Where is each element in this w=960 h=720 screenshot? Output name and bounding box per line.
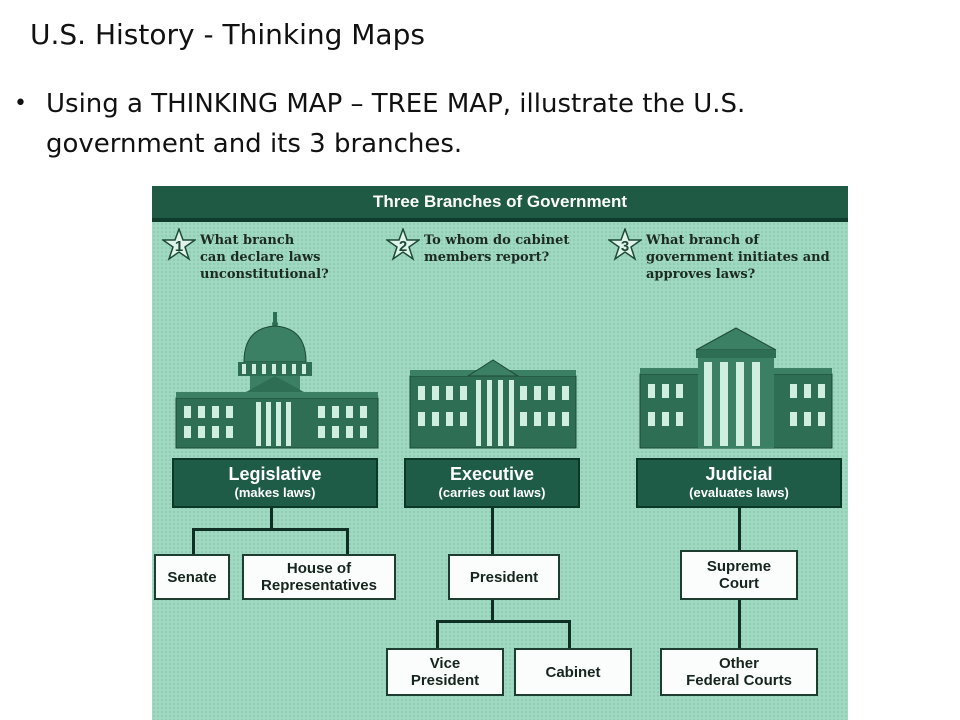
question-line: can declare laws — [200, 250, 321, 265]
white-house-icon — [409, 359, 577, 449]
node-label-line: Federal Courts — [686, 672, 792, 689]
connector-line — [270, 508, 273, 530]
branch-name: Judicial — [705, 464, 773, 484]
bullet-dot: • — [14, 91, 27, 116]
question-number: 3 — [621, 238, 629, 255]
node-label-line: Representatives — [261, 577, 377, 594]
supreme-court-icon — [639, 327, 833, 449]
three-branches-figure: Three Branches of Government 1 What bran… — [152, 186, 848, 720]
node-label-line: Court — [718, 575, 759, 592]
connector-line — [738, 600, 741, 648]
question-text: To whom do cabinet members report? — [424, 232, 569, 266]
node-cabinet: Cabinet — [514, 648, 632, 696]
node-senate: Senate — [154, 554, 230, 600]
question-line: To whom do cabinet — [424, 233, 570, 248]
node-supreme-court: Supreme Court — [680, 550, 798, 600]
node-other-federal-courts: Other Federal Courts — [660, 648, 818, 696]
connector-line — [192, 528, 348, 531]
node-vice-president: Vice President — [386, 648, 504, 696]
node-house-of-representatives: House of Representatives — [242, 554, 396, 600]
branch-role: (makes laws) — [234, 485, 316, 500]
figure-banner: Three Branches of Government — [152, 186, 848, 218]
capitol-building-icon — [175, 312, 379, 449]
branch-name: Legislative — [228, 464, 322, 484]
node-label-line: Other — [718, 655, 759, 672]
slide-title: U.S. History - Thinking Maps — [30, 18, 425, 51]
connector-line — [436, 620, 439, 648]
node-label-line: Supreme — [706, 558, 772, 575]
connector-line — [436, 620, 570, 623]
node-label-line: President — [410, 672, 480, 689]
connector-line — [738, 508, 741, 550]
question-number: 2 — [399, 238, 407, 255]
node-label-line: Vice — [429, 655, 461, 672]
question-line: approves laws? — [646, 267, 756, 282]
star-icon: 2 — [386, 228, 420, 261]
question-text: What branch of government initiates and … — [646, 232, 830, 283]
question-line: unconstitutional? — [200, 267, 329, 282]
branch-role: (evaluates laws) — [689, 485, 789, 500]
bullet-text: Using a THINKING MAP – TREE MAP, illustr… — [46, 89, 746, 159]
star-icon: 3 — [608, 228, 642, 261]
connector-line — [491, 600, 494, 622]
question-number: 1 — [175, 238, 183, 255]
connector-line — [491, 508, 494, 554]
node-label: Senate — [167, 568, 217, 586]
question-line: government initiates and — [646, 250, 830, 265]
banner-underline — [152, 218, 848, 222]
node-label-line: House of — [286, 560, 352, 577]
question-line: members report? — [424, 250, 550, 265]
branch-role: (carries out laws) — [438, 485, 546, 500]
star-icon: 1 — [162, 228, 196, 261]
branch-name: Executive — [449, 464, 535, 484]
connector-line — [568, 620, 571, 648]
node-label: President — [469, 568, 539, 586]
question-line: What branch of — [646, 233, 759, 248]
connector-line — [192, 528, 195, 554]
node-president: President — [448, 554, 560, 600]
question-text: What branch can declare laws unconstitut… — [200, 232, 329, 283]
question-line: What branch — [200, 233, 295, 248]
branch-executive: Executive (carries out laws) — [404, 458, 580, 508]
node-label: Cabinet — [545, 663, 601, 681]
branch-legislative: Legislative (makes laws) — [172, 458, 378, 508]
connector-line — [346, 528, 349, 554]
branch-judicial: Judicial (evaluates laws) — [636, 458, 842, 508]
